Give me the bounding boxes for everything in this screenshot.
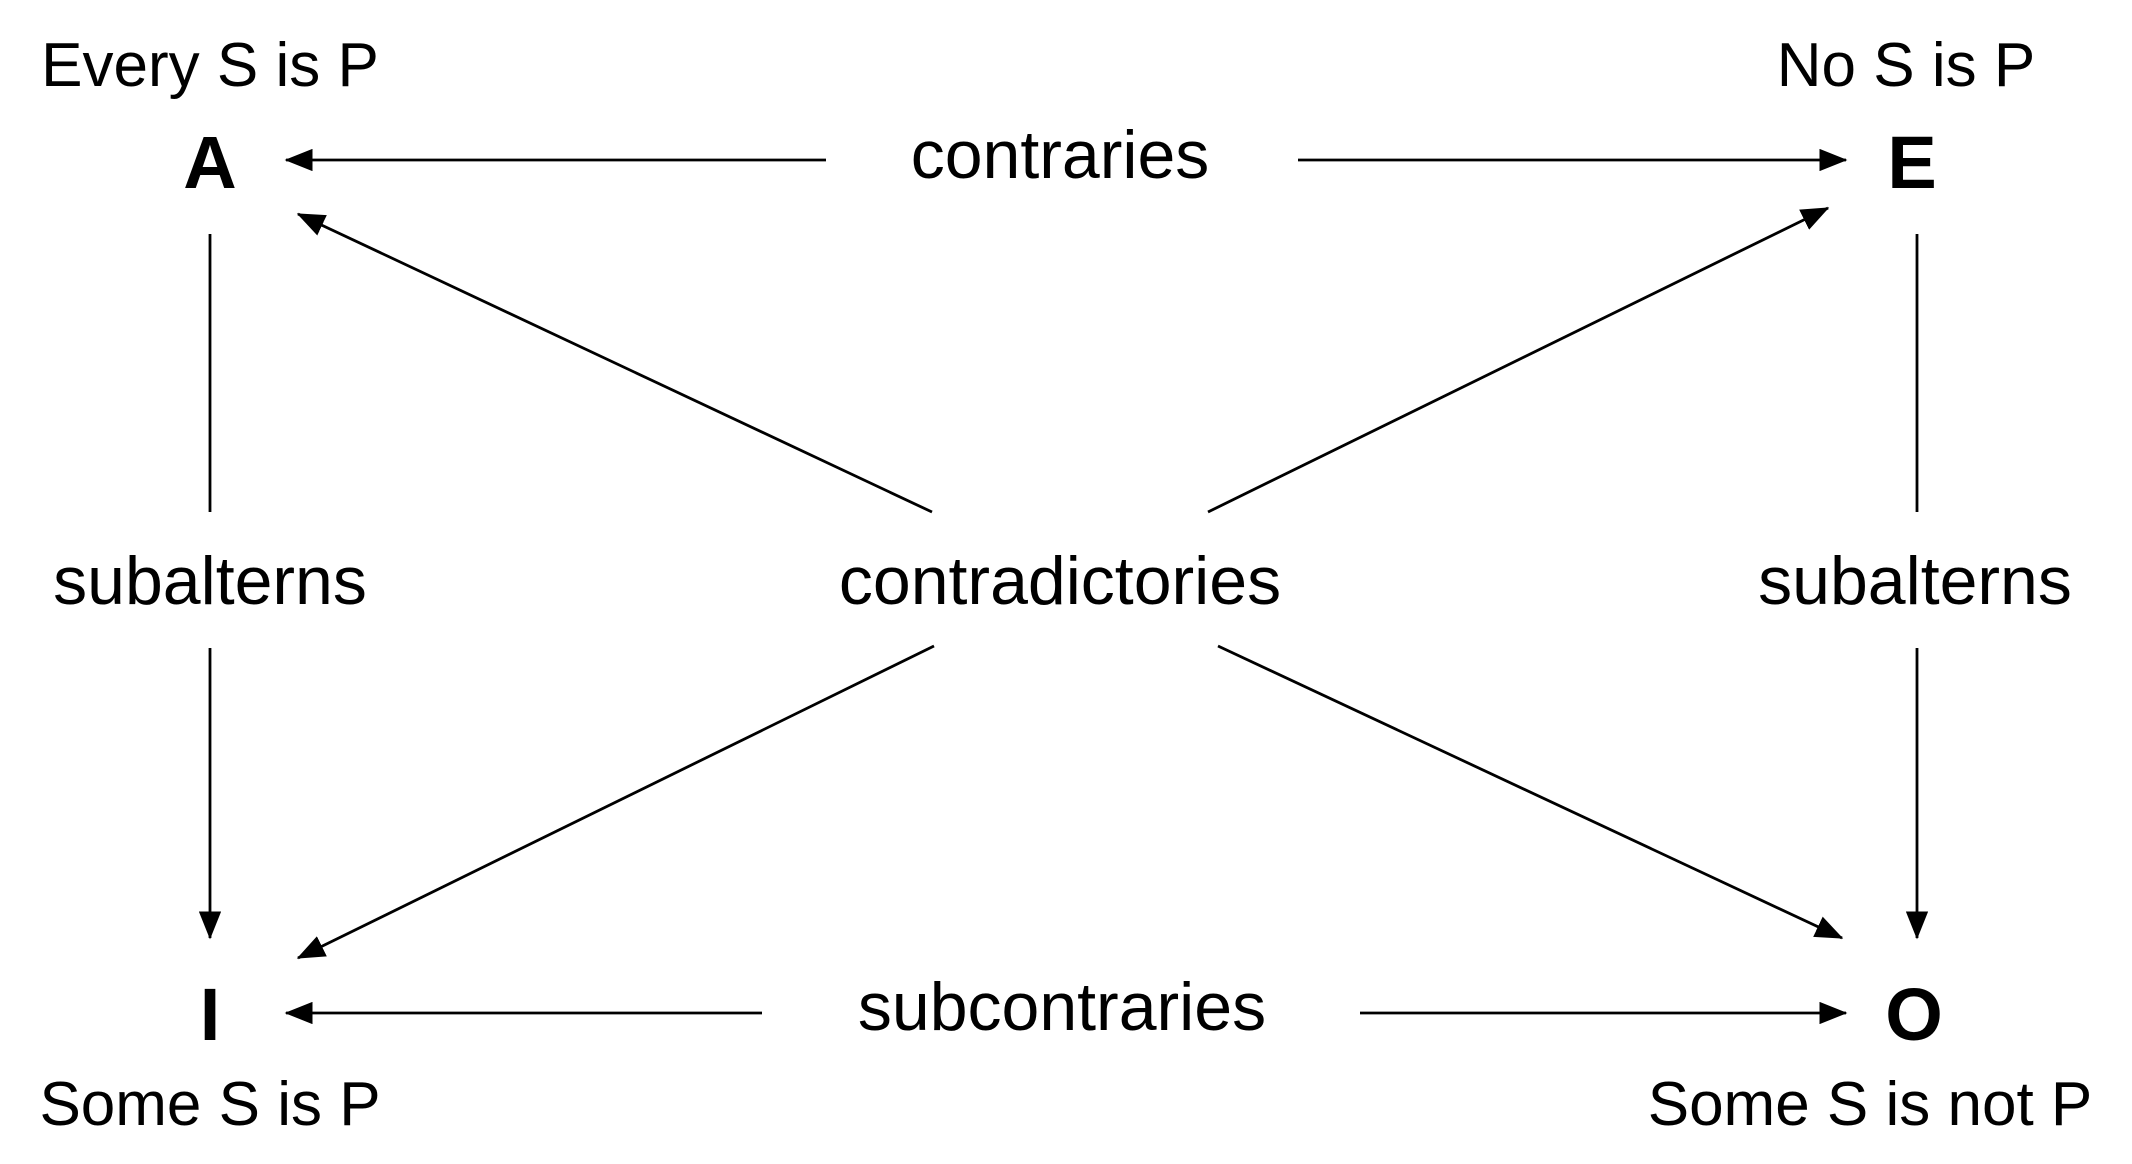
e-letter: E	[1887, 121, 1936, 204]
contradictories-arrow-to-e	[1207, 206, 1830, 514]
a-letter: A	[183, 121, 236, 204]
subalterns-right-label: subalterns	[1758, 543, 2072, 619]
o-statement: Some S is not P	[1648, 1070, 2093, 1139]
contraries-label: contraries	[911, 117, 1210, 193]
e-statement: No S is P	[1777, 31, 2035, 100]
subcontraries-label: subcontraries	[858, 969, 1266, 1045]
contradictories-arrow-to-i	[296, 644, 935, 960]
contradictories-arrow-to-o	[1217, 644, 1844, 940]
contradictories-arrow-to-a	[296, 212, 933, 514]
contradictories-label: contradictories	[839, 543, 1281, 619]
subalterns-left-label: subalterns	[53, 543, 367, 619]
i-statement: Some S is P	[39, 1070, 380, 1139]
a-statement: Every S is P	[41, 31, 379, 100]
i-letter: I	[200, 973, 221, 1056]
o-letter: O	[1885, 973, 1943, 1056]
